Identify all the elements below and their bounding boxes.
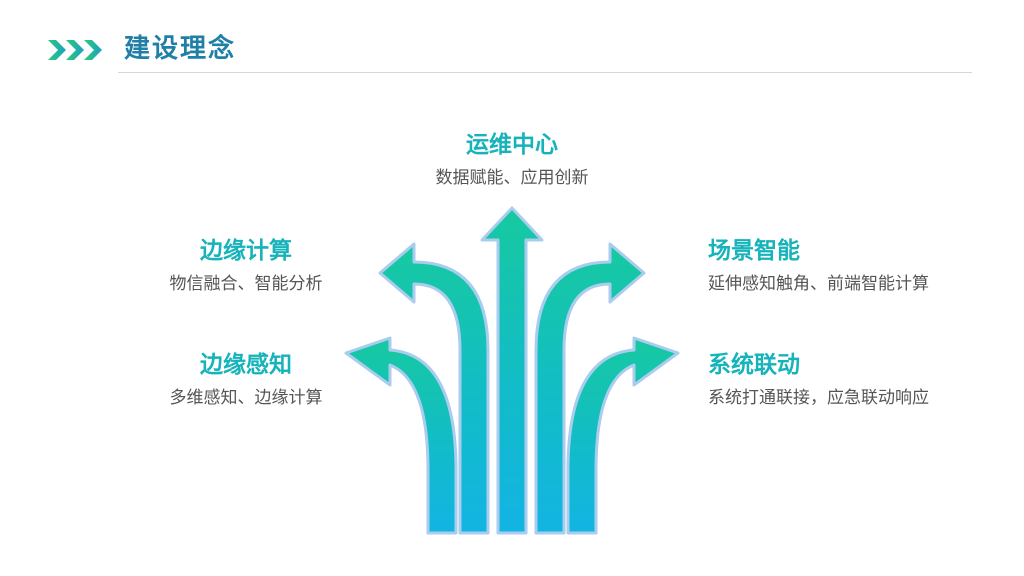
arrow-left-lower <box>344 336 458 535</box>
item-right-upper: 场景智能 延伸感知触角、前端智能计算 <box>708 236 1008 296</box>
item-description: 系统打通联接，应急联动响应 <box>708 388 929 408</box>
item-description: 物信融合、智能分析 <box>169 274 323 294</box>
item-left-upper: 边缘计算 物信融合、智能分析 <box>146 236 346 296</box>
arrow-right-lower <box>566 336 680 535</box>
header-divider <box>118 72 972 73</box>
item-left-lower: 边缘感知 多维感知、边缘计算 <box>146 350 346 410</box>
arrow-center <box>480 206 544 535</box>
item-heading: 边缘感知 <box>200 352 292 378</box>
arrow-left-upper <box>378 242 490 535</box>
slide-header: 建设理念 <box>0 0 1024 80</box>
item-description: 多维感知、边缘计算 <box>169 388 323 408</box>
diverging-arrows-graphic <box>344 206 680 535</box>
arrow-right-upper <box>534 242 646 535</box>
item-top: 运维中心 数据赋能、应用创新 <box>412 130 612 190</box>
item-description: 数据赋能、应用创新 <box>435 168 589 188</box>
triple-chevron-icon <box>48 40 102 60</box>
page-title: 建设理念 <box>124 34 237 64</box>
item-heading: 系统联动 <box>708 352 800 378</box>
item-heading: 运维中心 <box>466 132 558 158</box>
item-heading: 边缘计算 <box>200 238 292 264</box>
item-description: 延伸感知触角、前端智能计算 <box>708 274 929 294</box>
item-right-lower: 系统联动 系统打通联接，应急联动响应 <box>708 350 1008 410</box>
item-heading: 场景智能 <box>708 238 800 264</box>
